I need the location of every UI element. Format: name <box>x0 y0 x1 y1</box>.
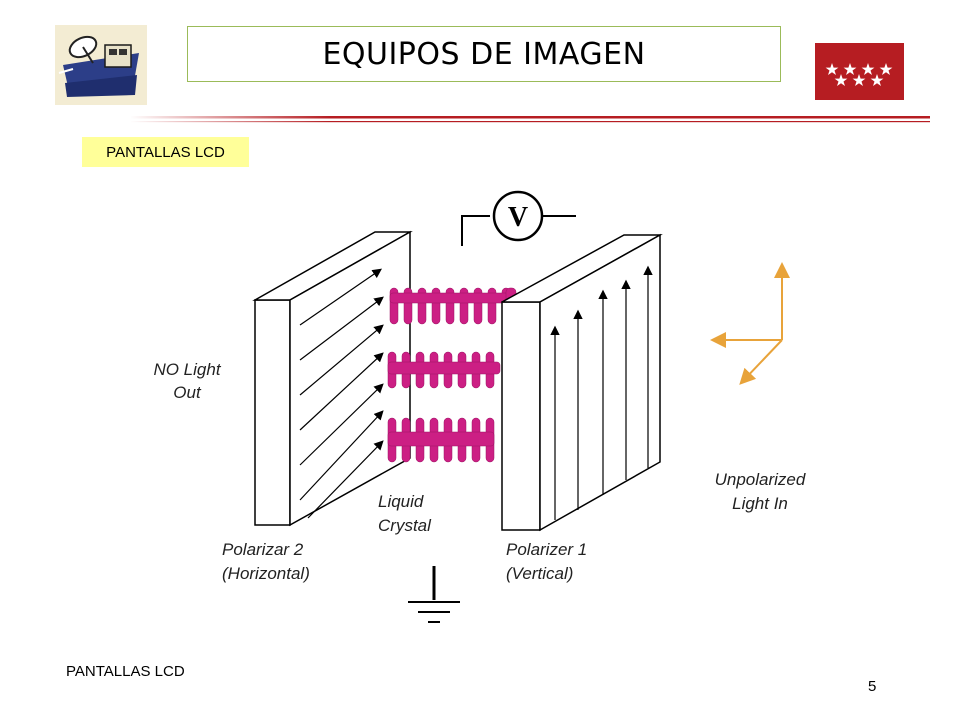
title-box: EQUIPOS DE IMAGEN <box>187 26 781 82</box>
polarizer-2 <box>252 230 413 527</box>
crystal-row-bottom <box>387 417 495 463</box>
institution-logo <box>55 25 147 105</box>
label-polarizer2-line1: Polarizar 2 <box>222 540 304 559</box>
label-unpolarized-line2: Light In <box>732 494 788 513</box>
voltmeter: V <box>461 190 576 246</box>
page-title: EQUIPOS DE IMAGEN <box>322 36 646 72</box>
page-number: 5 <box>868 678 877 695</box>
ground-symbol <box>408 566 460 623</box>
unpolarized-light-arrows <box>710 262 790 385</box>
diagram-labels: NO Light Out Polarizar 2 (Horizontal) Li… <box>153 360 805 583</box>
flag-logo <box>815 43 904 100</box>
label-no-light-out-line1: NO Light <box>153 360 221 379</box>
liquid-crystal <box>387 287 519 463</box>
label-polarizer1-line2: (Vertical) <box>506 564 573 583</box>
voltmeter-symbol: V <box>508 202 528 233</box>
label-no-light-out-line2: Out <box>173 383 202 402</box>
header-rule <box>130 113 930 125</box>
label-liquid-crystal-line2: Crystal <box>378 516 432 535</box>
crystal-row-middle <box>387 351 501 389</box>
label-unpolarized-line1: Unpolarized <box>715 470 806 489</box>
label-polarizer2-line2: (Horizontal) <box>222 564 310 583</box>
crystal-row-top <box>389 287 519 325</box>
section-tag-label: PANTALLAS LCD <box>106 143 225 161</box>
label-polarizer1-line1: Polarizer 1 <box>506 540 587 559</box>
polarizer-1 <box>501 233 663 532</box>
footer-text: PANTALLAS LCD <box>66 663 185 680</box>
section-tag: PANTALLAS LCD <box>82 137 249 167</box>
label-liquid-crystal-line1: Liquid <box>378 492 424 511</box>
lcd-diagram: V <box>140 180 840 640</box>
